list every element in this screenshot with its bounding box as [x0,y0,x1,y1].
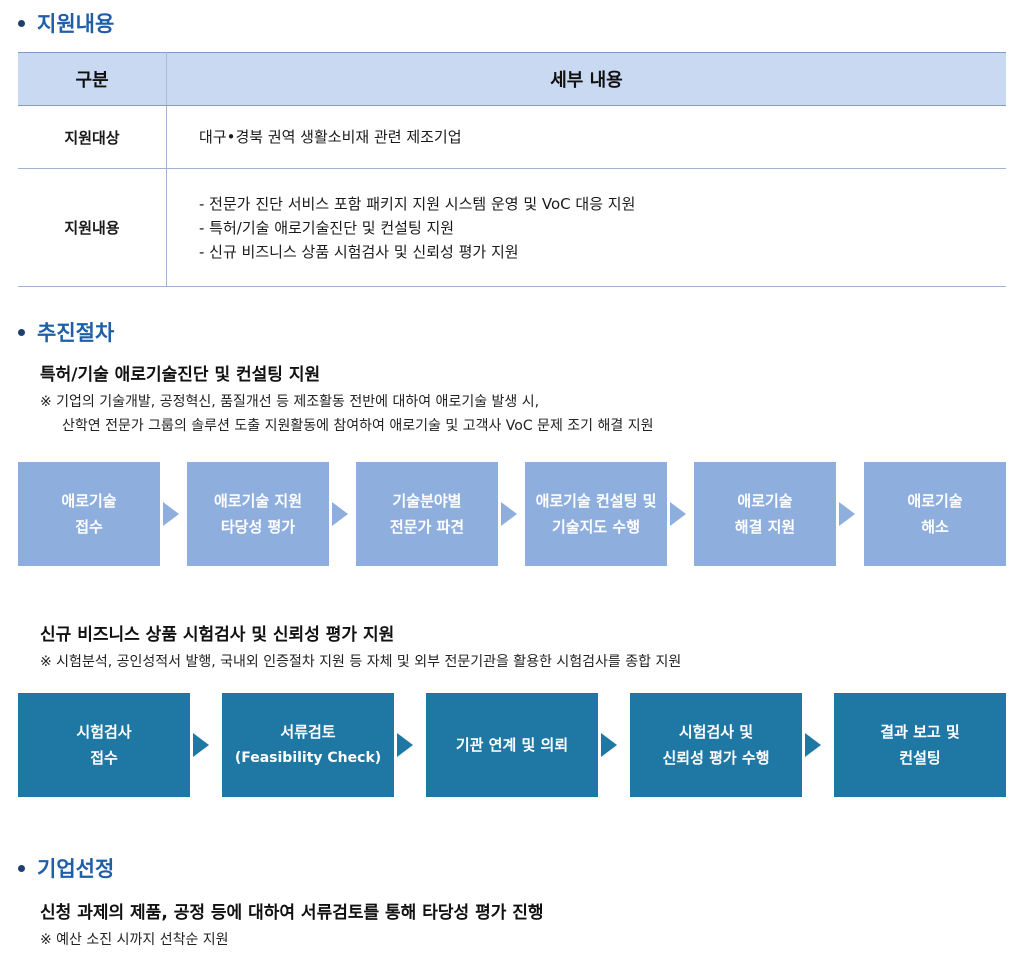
detail-line: - 특허/기술 애로기술진단 및 컨설팅 지원 [199,218,455,237]
arrow-right-icon [163,502,179,526]
process1-title: 특허/기술 애로기술진단 및 컨설팅 지원 [40,365,321,385]
step-line: 해소 [921,518,949,536]
table-row: 지원대상 대구•경북 권역 생활소비재 관련 제조기업 [18,105,1006,169]
step-line: 결과 보고 및 [880,723,960,741]
step-line: 컨설팅 [899,749,941,767]
note-line: 산학연 전문가 그룹의 솔루션 도출 지원활동에 참여하여 애로기술 및 고객사… [62,418,654,434]
step-line: 해결 지원 [734,518,796,536]
step-line: 타당성 평가 [220,518,296,536]
table-row: 지원내용 - 전문가 진단 서비스 포함 패키지 지원 시스템 운영 및 VoC… [18,168,1006,287]
step-line: 접수 [75,518,103,536]
selection-note: ※ 예산 소진 시까지 선착순 지원 [40,928,229,952]
section-title-selection-text: 기업선정 [37,857,115,881]
arrow-right-icon [601,733,617,757]
bullet-dot-icon [18,19,25,27]
arrow-right-icon [332,502,348,526]
step-line: 시험검사 및 [678,723,754,741]
step-line: 기술분야별 [392,492,462,510]
step-line: 신뢰성 평가 수행 [662,749,770,767]
process2-title: 신규 비즈니스 상품 시험검사 및 신뢰성 평가 지원 [40,625,395,645]
table-cell-label: 지원내용 [18,168,167,287]
table-header-category: 구분 [18,52,167,106]
arrow-right-icon [839,502,855,526]
process2-note: ※ 시험분석, 공인성적서 발행, 국내외 인증절차 지원 등 자체 및 외부 … [40,650,681,674]
arrow-right-icon [670,502,686,526]
step-line: 애로기술 [907,492,963,510]
section-title-support-text: 지원내용 [37,12,115,36]
step-line: (Feasibility Check) [234,750,382,766]
section-title-process: 추진절차 [18,317,114,347]
detail-line: - 전문가 진단 서비스 포함 패키지 지원 시스템 운영 및 VoC 대응 지… [199,194,636,213]
bullet-dot-icon [18,328,25,336]
flow-step: 서류검토 (Feasibility Check) [222,693,394,797]
step-line: 애로기술 [61,492,117,510]
step-line: 접수 [90,749,118,767]
step-line: 시험검사 [76,723,132,741]
step-line: 애로기술 지원 [213,492,303,510]
process1-note: ※ 기업의 기술개발, 공정혁신, 품질개선 등 제조활동 전반에 대하여 애로… [40,390,653,438]
section-title-support: 지원내용 [18,8,114,38]
table-cell-detail: 대구•경북 권역 생활소비재 관련 제조기업 [166,105,1006,169]
arrow-right-icon [193,733,209,757]
support-table: 구분 세부 내용 지원대상 대구•경북 권역 생활소비재 관련 제조기업 지원내… [18,52,1006,287]
table-cell-label: 지원대상 [18,105,167,169]
bullet-dot-icon [18,864,25,872]
table-cell-detail: - 전문가 진단 서비스 포함 패키지 지원 시스템 운영 및 VoC 대응 지… [166,168,1006,287]
detail-line: 대구•경북 권역 생활소비재 관련 제조기업 [199,128,462,146]
section-title-process-text: 추진절차 [37,321,115,345]
step-line: 애로기술 [737,492,793,510]
detail-line: - 신규 비즈니스 상품 시험검사 및 신뢰성 평가 지원 [199,242,519,261]
arrow-right-icon [397,733,413,757]
step-line: 서류검토 [280,723,336,741]
step-line: 전문가 파견 [389,518,465,536]
arrow-right-icon [501,502,517,526]
step-line: 기술지도 수행 [551,518,640,536]
note-line: ※ 기업의 기술개발, 공정혁신, 품질개선 등 제조활동 전반에 대하여 애로… [40,394,540,410]
table-header-detail: 세부 내용 [166,52,1006,106]
section-title-selection: 기업선정 [18,853,114,883]
flow-step: 기관 연계 및 의뢰 [426,693,598,797]
note-line: ※ 시험분석, 공인성적서 발행, 국내외 인증절차 지원 등 자체 및 외부 … [40,654,682,670]
step-line: 기관 연계 및 의뢰 [455,736,569,754]
arrow-right-icon [805,733,821,757]
note-line: ※ 예산 소진 시까지 선착순 지원 [40,932,229,948]
selection-title: 신청 과제의 제품, 공정 등에 대하여 서류검토를 통해 타당성 평가 진행 [40,903,544,923]
step-line: 애로기술 컨설팅 및 [535,492,657,510]
